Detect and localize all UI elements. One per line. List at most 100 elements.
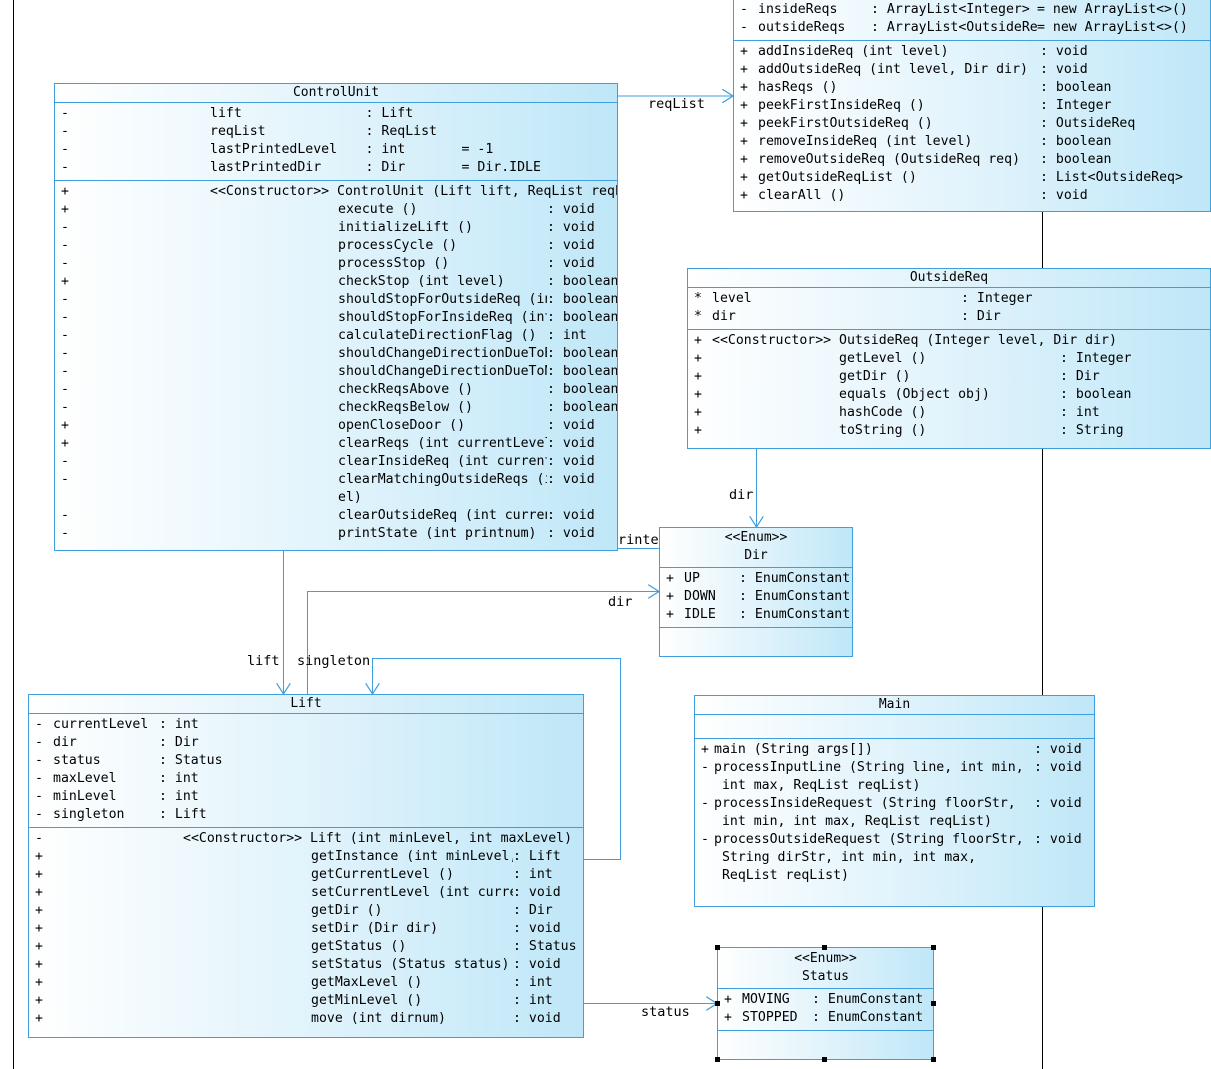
method-signature: shouldChangeDirectionDueToNoRequests () bbox=[338, 364, 547, 379]
visibility-marker: + bbox=[61, 274, 69, 289]
visibility-marker: + bbox=[666, 607, 674, 622]
visibility-marker: + bbox=[694, 351, 702, 366]
main-class[interactable]: Main +main (String args[]): void-process… bbox=[694, 695, 1095, 907]
reqlist-class[interactable]: -insideReqs : ArrayList<Integer> = new A… bbox=[733, 0, 1211, 212]
selection-handle-s[interactable] bbox=[822, 1057, 827, 1062]
visibility-marker: - bbox=[35, 753, 43, 768]
method-row: +addOutsideReq (int level, Dir dir): voi… bbox=[734, 61, 1210, 79]
visibility-marker: + bbox=[740, 188, 748, 203]
attribute-name: currentLevel bbox=[53, 717, 149, 732]
visibility-marker: * bbox=[694, 291, 702, 306]
selection-handle-n[interactable] bbox=[822, 945, 827, 950]
method-return-type: : void bbox=[513, 921, 561, 936]
main-methods: +main (String args[]): void-processInput… bbox=[695, 739, 1094, 888]
visibility-marker: - bbox=[740, 20, 748, 35]
method-signature: shouldStopForInsideReq (int level) bbox=[338, 310, 547, 325]
visibility-marker: + bbox=[666, 589, 674, 604]
attribute-row: -outsideReqs : ArrayList<OutsideReq> = n… bbox=[734, 19, 1210, 37]
method-return-type: : Dir bbox=[513, 903, 553, 918]
method-signature: addOutsideReq (int level, Dir dir) bbox=[758, 62, 1028, 77]
constructor-signature: <<Constructor>> ControlUnit (Lift lift, … bbox=[210, 184, 617, 199]
method-row: +toString (): String bbox=[688, 422, 1210, 440]
attribute-type: : Status bbox=[159, 753, 223, 768]
attribute-row: *dir: Dir bbox=[688, 308, 1210, 326]
method-row: +removeInsideReq (int level): boolean bbox=[734, 133, 1210, 151]
method-signature: hashCode () bbox=[839, 405, 927, 420]
visibility-marker: + bbox=[666, 571, 674, 586]
method-row: -processInputLine (String line, int min,… bbox=[695, 759, 1094, 795]
method-signature: processInsideRequest (String floorStr, i… bbox=[714, 796, 1016, 829]
method-row: +setCurrentLevel (int currentLevel): voi… bbox=[29, 884, 583, 902]
method-row: +setDir (Dir dir): void bbox=[29, 920, 583, 938]
controlunit-title: ControlUnit bbox=[55, 84, 617, 103]
method-signature: checkReqsBelow () bbox=[338, 400, 473, 415]
method-return-type: : void bbox=[547, 454, 595, 469]
selection-handle-e[interactable] bbox=[931, 1001, 936, 1006]
selection-handle-se[interactable] bbox=[931, 1057, 936, 1062]
method-row: -shouldStopForOutsideReq (int level): bo… bbox=[55, 291, 617, 309]
attribute-name: singleton bbox=[53, 807, 125, 822]
dir-enum-title: Dir bbox=[744, 548, 768, 563]
attribute-type: : int bbox=[365, 142, 406, 157]
method-row: -processOutsideRequest (String floorStr,… bbox=[695, 831, 1094, 885]
visibility-marker: - bbox=[61, 454, 69, 469]
visibility-marker: + bbox=[61, 184, 69, 199]
attribute-type: : ReqList bbox=[365, 124, 437, 139]
method-row: +getDir (): Dir bbox=[688, 368, 1210, 386]
method-return-type: : boolean bbox=[547, 292, 617, 307]
constructor-row: + <<Constructor>> ControlUnit (Lift lift,… bbox=[55, 183, 617, 201]
visibility-marker: - bbox=[61, 256, 69, 271]
method-signature: getDir () bbox=[839, 369, 911, 384]
edge-lift-dir bbox=[307, 592, 660, 694]
method-signature: getCurrentLevel () bbox=[311, 867, 454, 882]
method-return-type: : boolean bbox=[547, 364, 617, 379]
method-return-type: : void bbox=[513, 1011, 561, 1026]
visibility-marker: - bbox=[61, 364, 69, 379]
outsidereq-attributes: *level: Integer*dir: Dir bbox=[688, 288, 1210, 330]
status-enum[interactable]: <<Enum>> Status +MOVING: EnumConstant+ST… bbox=[717, 947, 934, 1060]
attribute-row: -lift: Lift bbox=[55, 105, 617, 123]
outsidereq-class[interactable]: OutsideReq *level: Integer*dir: Dir +<<C… bbox=[687, 268, 1211, 449]
visibility-marker: - bbox=[61, 346, 69, 361]
visibility-marker: - bbox=[61, 238, 69, 253]
attribute-name: lastPrintedDir bbox=[210, 160, 322, 175]
method-row: -processInsideRequest (String floorStr, … bbox=[695, 795, 1094, 831]
visibility-marker: + bbox=[35, 939, 43, 954]
method-row: +equals (Object obj): boolean bbox=[688, 386, 1210, 404]
attribute-name: lift bbox=[210, 106, 242, 121]
dir-enum[interactable]: <<Enum>> Dir +UP: EnumConstant+DOWN: Enu… bbox=[659, 527, 853, 657]
selection-handle-sw[interactable] bbox=[715, 1057, 720, 1062]
attribute-name: UP bbox=[684, 571, 700, 586]
method-row: +getStatus (): Status bbox=[29, 938, 583, 956]
visibility-marker: - bbox=[35, 771, 43, 786]
method-signature: processCycle () bbox=[338, 238, 458, 253]
constructor-row: +<<Constructor>> OutsideReq (Integer lev… bbox=[688, 332, 1210, 350]
selection-handle-ne[interactable] bbox=[931, 945, 936, 950]
attribute-name: insideReqs bbox=[758, 2, 854, 17]
attribute-type: : Dir bbox=[365, 160, 406, 175]
attribute-type: : int bbox=[159, 717, 199, 732]
controlunit-class[interactable]: ControlUnit -lift: Lift-reqList: ReqList… bbox=[54, 83, 618, 551]
method-row: +clearReqs (int currentLevel): void bbox=[55, 435, 617, 453]
attribute-row: -lastPrintedDir: Dir= Dir.IDLE bbox=[55, 159, 617, 177]
method-return-type: : String bbox=[1060, 423, 1124, 438]
visibility-marker: - bbox=[61, 124, 69, 139]
method-return-type: : OutsideReq bbox=[1040, 116, 1136, 131]
selection-handle-w[interactable] bbox=[715, 1001, 720, 1006]
method-return-type: : void bbox=[547, 256, 595, 271]
attribute-name: dir bbox=[712, 309, 736, 324]
method-return-type: : int bbox=[513, 975, 553, 990]
method-return-type: : boolean bbox=[1040, 80, 1112, 95]
edge-label-dir-lift: dir bbox=[608, 594, 633, 610]
method-return-type: : boolean bbox=[1040, 152, 1112, 167]
lift-class[interactable]: Lift -currentLevel: int-dir: Dir-status:… bbox=[28, 694, 584, 1038]
selection-handle-nw[interactable] bbox=[715, 945, 720, 950]
visibility-marker: - bbox=[61, 382, 69, 397]
method-signature: clearMatchingOutsideReqs (int currentLev… bbox=[338, 472, 547, 505]
method-signature: initializeLift () bbox=[338, 220, 473, 235]
method-signature: addInsideReq (int level) bbox=[758, 44, 949, 59]
method-return-type: : boolean bbox=[547, 274, 617, 289]
attribute-row: -insideReqs : ArrayList<Integer> = new A… bbox=[734, 1, 1210, 19]
visibility-marker: + bbox=[740, 98, 748, 113]
method-signature: move (int dirnum) bbox=[311, 1011, 446, 1026]
